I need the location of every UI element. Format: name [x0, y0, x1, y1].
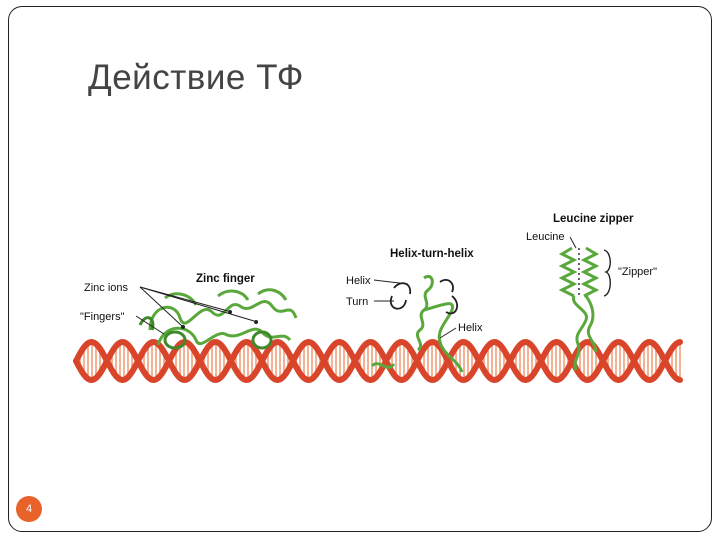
leucine-zipper-title: Leucine zipper: [553, 213, 634, 225]
leucine-label: Leucine: [526, 231, 565, 243]
zinc-ions: [181, 310, 258, 329]
fingers-label: "Fingers": [80, 311, 125, 323]
page-number-badge: 4: [16, 496, 42, 522]
turn-label: Turn: [346, 296, 368, 308]
zinc-finger-protein: [138, 288, 298, 350]
zipper-bracket: [603, 249, 611, 297]
zipper-label: "Zipper": [618, 266, 657, 278]
zinc-ions-label: Zinc ions: [84, 282, 129, 294]
leader-lines: [135, 236, 577, 339]
helix-top-label: Helix: [346, 275, 371, 287]
slide-frame: [8, 6, 712, 532]
helix-turn-helix-title: Helix-turn-helix: [390, 248, 474, 260]
zinc-finger-title: Zinc finger: [196, 273, 255, 285]
slide-title: Действие ТФ: [88, 58, 304, 97]
leucine-zipper-protein: [558, 246, 600, 371]
helix-bottom-label: Helix: [458, 322, 483, 334]
dna-helix: [73, 338, 683, 384]
